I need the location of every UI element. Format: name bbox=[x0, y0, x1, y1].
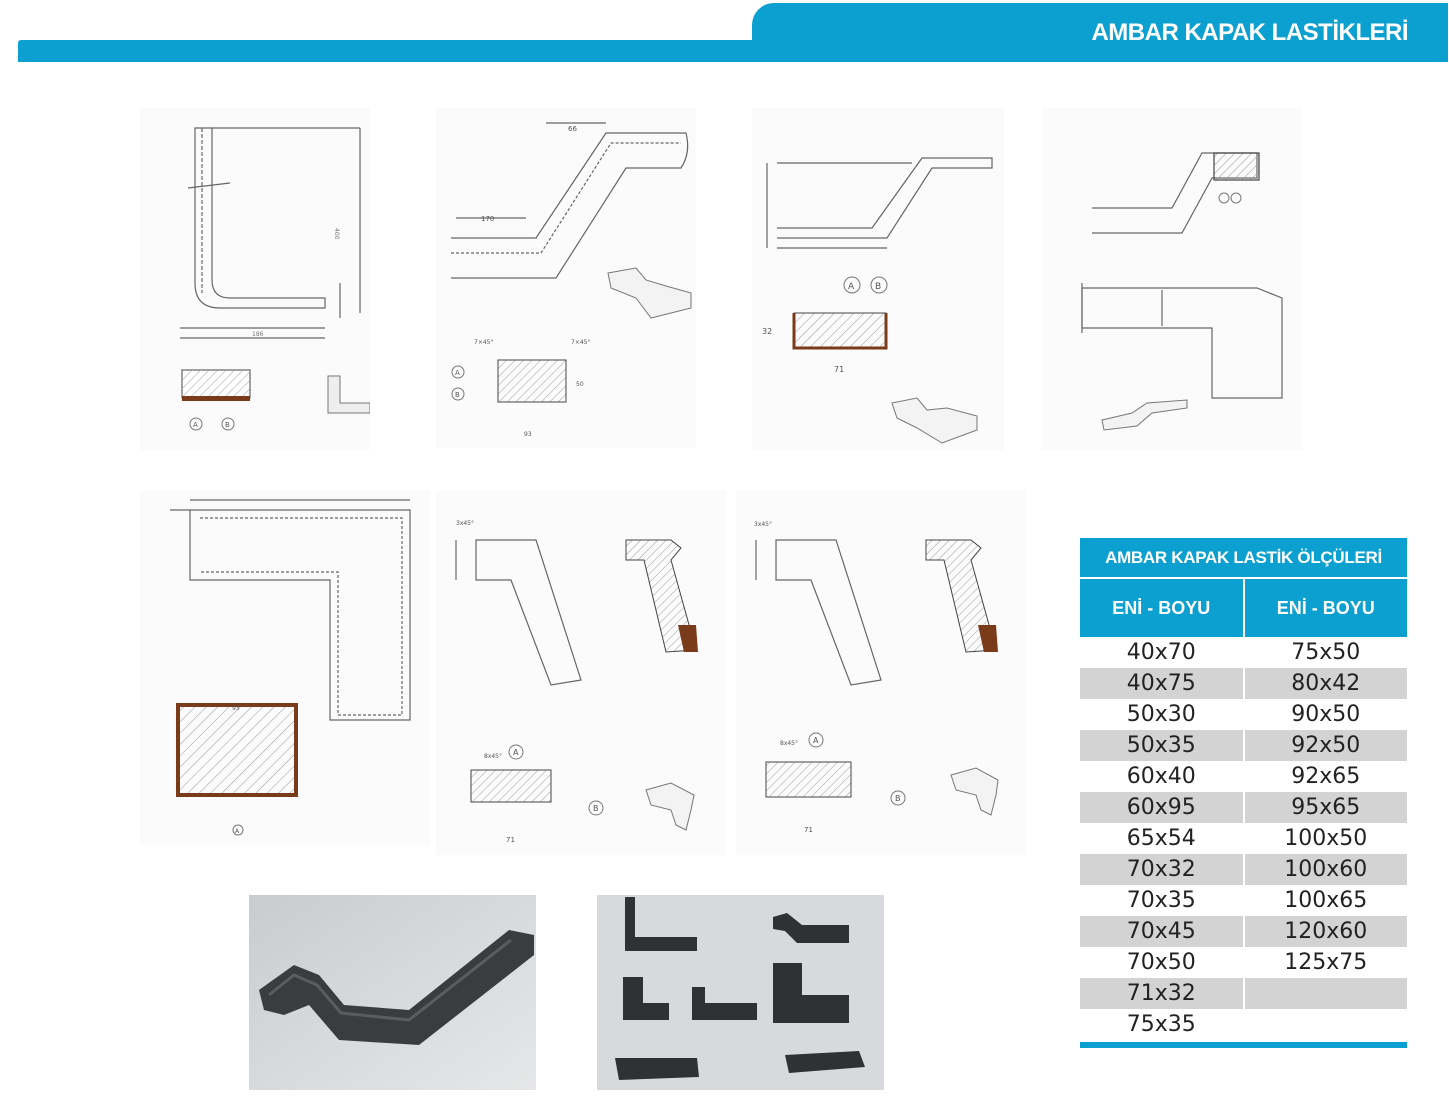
table-row: 50x30 90x50 bbox=[1080, 699, 1407, 730]
table-cell: 70x45 bbox=[1080, 916, 1245, 947]
label-b: B bbox=[225, 421, 230, 429]
table-row: 71x32 bbox=[1080, 978, 1407, 1009]
dim-3x45: 3x45° bbox=[456, 520, 474, 527]
table-cell: 70x32 bbox=[1080, 854, 1245, 885]
technical-drawing-5: 93 A bbox=[140, 490, 430, 845]
table-bottom-bar bbox=[1080, 1042, 1407, 1048]
technical-drawing-7: 3x45° 8x45° 71 A B bbox=[736, 490, 1026, 855]
header-tab: AMBAR KAPAK LASTİKLERİ bbox=[752, 3, 1448, 62]
table-cell: 40x75 bbox=[1080, 668, 1245, 699]
dim-93-d5: 93 bbox=[232, 705, 240, 712]
table-cell: 80x42 bbox=[1244, 668, 1407, 699]
table-cell: 90x50 bbox=[1291, 702, 1361, 727]
table-cell: 50x30 bbox=[1080, 699, 1245, 730]
table-cell: 120x60 bbox=[1244, 916, 1407, 947]
svg-text:400: 400 bbox=[333, 228, 340, 240]
label-a: A bbox=[193, 421, 198, 429]
dim-71: 71 bbox=[834, 365, 844, 374]
dimensions-table: AMBAR KAPAK LASTİK ÖLÇÜLERİ ENİ - BOYU E… bbox=[1080, 538, 1407, 1048]
table-row: 70x50 125x75 bbox=[1080, 947, 1407, 978]
table-cell: 75x35 bbox=[1080, 1009, 1245, 1040]
table-cell: 75x50 bbox=[1291, 640, 1361, 665]
header-bar bbox=[18, 40, 754, 62]
product-photo-2 bbox=[597, 895, 884, 1090]
table-cell: 40x70 bbox=[1080, 637, 1245, 668]
table-header-col2: ENİ - BOYU bbox=[1244, 579, 1407, 637]
table-cell: 95x65 bbox=[1244, 792, 1407, 823]
dim-50: 50 bbox=[576, 381, 584, 388]
product-photo-1 bbox=[249, 895, 536, 1090]
svg-text:B: B bbox=[455, 391, 460, 399]
svg-text:A: A bbox=[513, 748, 519, 757]
technical-drawing-3: A B 32 71 bbox=[752, 108, 1004, 450]
table-header: ENİ - BOYU ENİ - BOYU bbox=[1080, 579, 1407, 637]
table-row: 40x70 75x50 bbox=[1080, 637, 1407, 668]
svg-text:186: 186 bbox=[252, 331, 264, 338]
svg-text:A: A bbox=[813, 736, 819, 745]
dim-93: 93 bbox=[524, 431, 532, 438]
svg-text:B: B bbox=[593, 804, 599, 813]
dim-3x45-d7: 3x45° bbox=[754, 521, 772, 528]
svg-text:A: A bbox=[848, 282, 855, 292]
table-row: 65x54 100x50 bbox=[1080, 823, 1407, 854]
svg-text:A: A bbox=[235, 828, 240, 835]
table-cell: 100x60 bbox=[1244, 854, 1407, 885]
table-cell: 60x95 bbox=[1080, 792, 1245, 823]
table-cell: 92x65 bbox=[1291, 764, 1361, 789]
table-row: 75x35 bbox=[1080, 1009, 1407, 1040]
table-cell: 70x50 bbox=[1080, 947, 1245, 978]
dim-66: 66 bbox=[568, 125, 577, 133]
page-title: AMBAR KAPAK LASTİKLERİ bbox=[1091, 19, 1408, 46]
table-row: 70x35 100x65 bbox=[1080, 885, 1407, 916]
table-cell: 100x65 bbox=[1284, 888, 1368, 913]
dim-8x45-d7: 8x45° bbox=[780, 740, 798, 747]
technical-drawing-2: 170 66 7×45° 7×45° 50 93 A B bbox=[436, 108, 696, 448]
svg-text:B: B bbox=[875, 282, 881, 292]
technical-drawing-4 bbox=[1042, 108, 1302, 450]
table-cell: 100x50 bbox=[1284, 826, 1368, 851]
table-cell: 65x54 bbox=[1080, 823, 1245, 854]
table-cell: 60x40 bbox=[1080, 761, 1245, 792]
table-cell: 92x50 bbox=[1244, 730, 1407, 761]
technical-drawing-1: 400 186 A B bbox=[140, 108, 370, 450]
table-cell: 70x35 bbox=[1080, 885, 1245, 916]
table-cell: 71x32 bbox=[1080, 978, 1245, 1009]
table-cell: 50x35 bbox=[1080, 730, 1245, 761]
svg-text:B: B bbox=[895, 794, 901, 803]
technical-drawing-6: 3x45° 8x45° 71 A B bbox=[436, 490, 726, 855]
dim-71-d6: 71 bbox=[506, 836, 515, 844]
dim-170: 170 bbox=[481, 215, 494, 223]
table-row: 60x40 92x65 bbox=[1080, 761, 1407, 792]
table-cell: 125x75 bbox=[1284, 950, 1368, 975]
dim-chamfer-2: 7×45° bbox=[571, 339, 590, 346]
svg-text:A: A bbox=[455, 369, 460, 377]
table-cell bbox=[1244, 978, 1407, 1009]
table-cell bbox=[1245, 1009, 1408, 1040]
dim-32: 32 bbox=[762, 327, 772, 336]
dim-71-d7: 71 bbox=[804, 826, 813, 834]
dim-8x45: 8x45° bbox=[484, 753, 502, 760]
dim-chamfer-1: 7×45° bbox=[474, 339, 493, 346]
table-title: AMBAR KAPAK LASTİK ÖLÇÜLERİ bbox=[1080, 538, 1407, 579]
table-header-col1: ENİ - BOYU bbox=[1080, 579, 1245, 637]
